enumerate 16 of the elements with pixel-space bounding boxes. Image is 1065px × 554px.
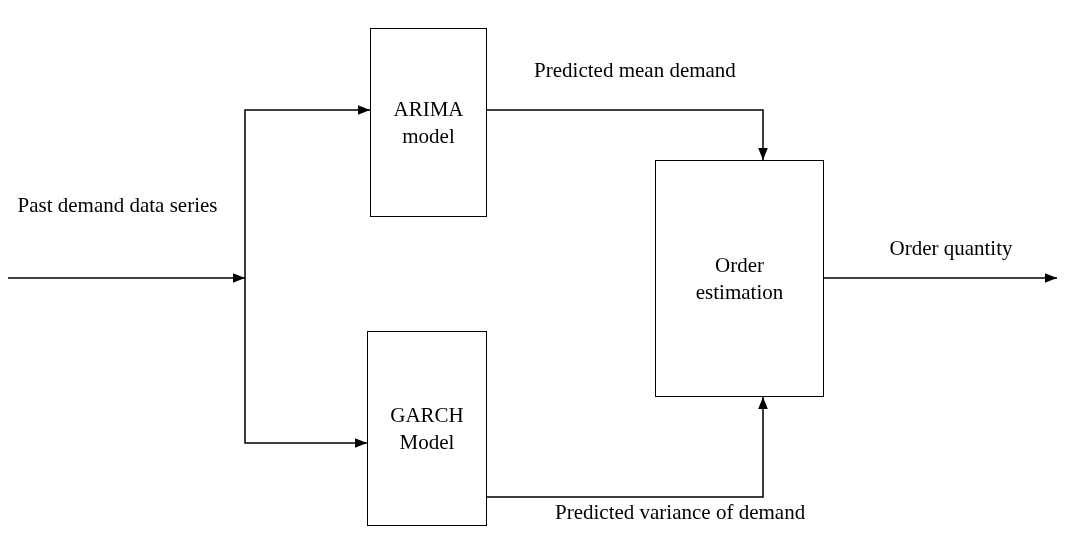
- node-label: Order estimation: [694, 252, 785, 305]
- arrow: [244, 277, 368, 448]
- input-label: Past demand data series: [16, 192, 219, 219]
- process-box: [655, 160, 824, 397]
- arrow: [7, 273, 246, 283]
- arrow: [823, 273, 1058, 283]
- process-box: [370, 28, 487, 217]
- node-label: ARIMA model: [392, 96, 465, 149]
- edge-label: Order quantity: [888, 236, 1014, 262]
- edge-label: Predicted variance of demand: [555, 500, 807, 526]
- arrow: [244, 105, 371, 279]
- process-box: [367, 331, 487, 526]
- edge-label: Predicted mean demand: [533, 58, 737, 84]
- arrow: [486, 396, 768, 498]
- arrow: [486, 109, 768, 161]
- node-label: GARCH Model: [389, 402, 465, 455]
